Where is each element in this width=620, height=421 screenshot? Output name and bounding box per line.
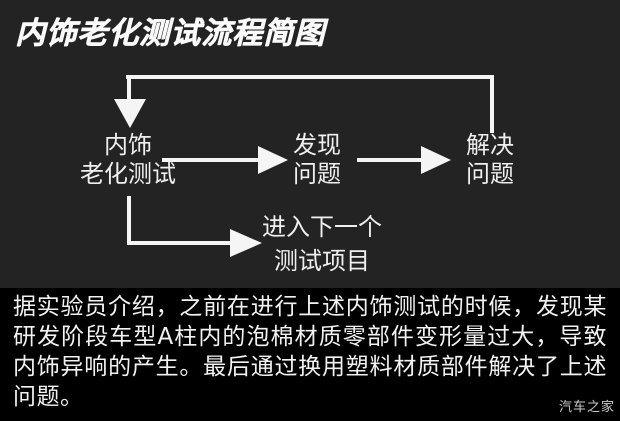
- arrow-stem: [357, 158, 421, 162]
- node-find-problem: 发现 问题: [257, 131, 377, 189]
- node-label-line: 解决: [466, 131, 514, 159]
- node-label-line: 发现: [293, 131, 341, 159]
- description-text: 据实验员介绍，之前在进行上述内饰测试的时候，发现某研发阶段车型A柱内的泡棉材质零…: [13, 294, 607, 410]
- arrow-right-icon: [421, 146, 451, 174]
- page-title: 内饰老化测试流程简图: [15, 16, 325, 51]
- node-label-line: 测试项目: [274, 247, 370, 275]
- arrow-down-icon: [114, 99, 146, 128]
- node-label-line: 内饰: [104, 131, 152, 159]
- arrow-right-icon: [258, 146, 288, 174]
- arrow-right-icon: [230, 229, 262, 257]
- node-solve-problem: 解决 问题: [430, 131, 550, 189]
- node-next-test-item: 进入下一个 测试项目: [247, 210, 397, 278]
- arrow-stem: [162, 158, 258, 162]
- watermark: 汽车之家: [558, 400, 615, 415]
- right-connector-line: [127, 241, 230, 245]
- node-label-line: 问题: [466, 160, 514, 188]
- feedback-loop-right-line: [490, 75, 494, 133]
- description-panel: 据实验员介绍，之前在进行上述内饰测试的时候，发现某研发阶段车型A柱内的泡棉材质零…: [0, 288, 620, 421]
- node-interior-aging-test: 内饰 老化测试: [63, 131, 193, 189]
- node-label-line: 问题: [293, 160, 341, 188]
- node-label-line: 进入下一个: [262, 213, 382, 241]
- node-label-line: 老化测试: [80, 160, 176, 188]
- feedback-loop-top-line: [126, 75, 494, 79]
- down-connector-line: [127, 196, 131, 245]
- feedback-loop-left-line: [127, 75, 131, 101]
